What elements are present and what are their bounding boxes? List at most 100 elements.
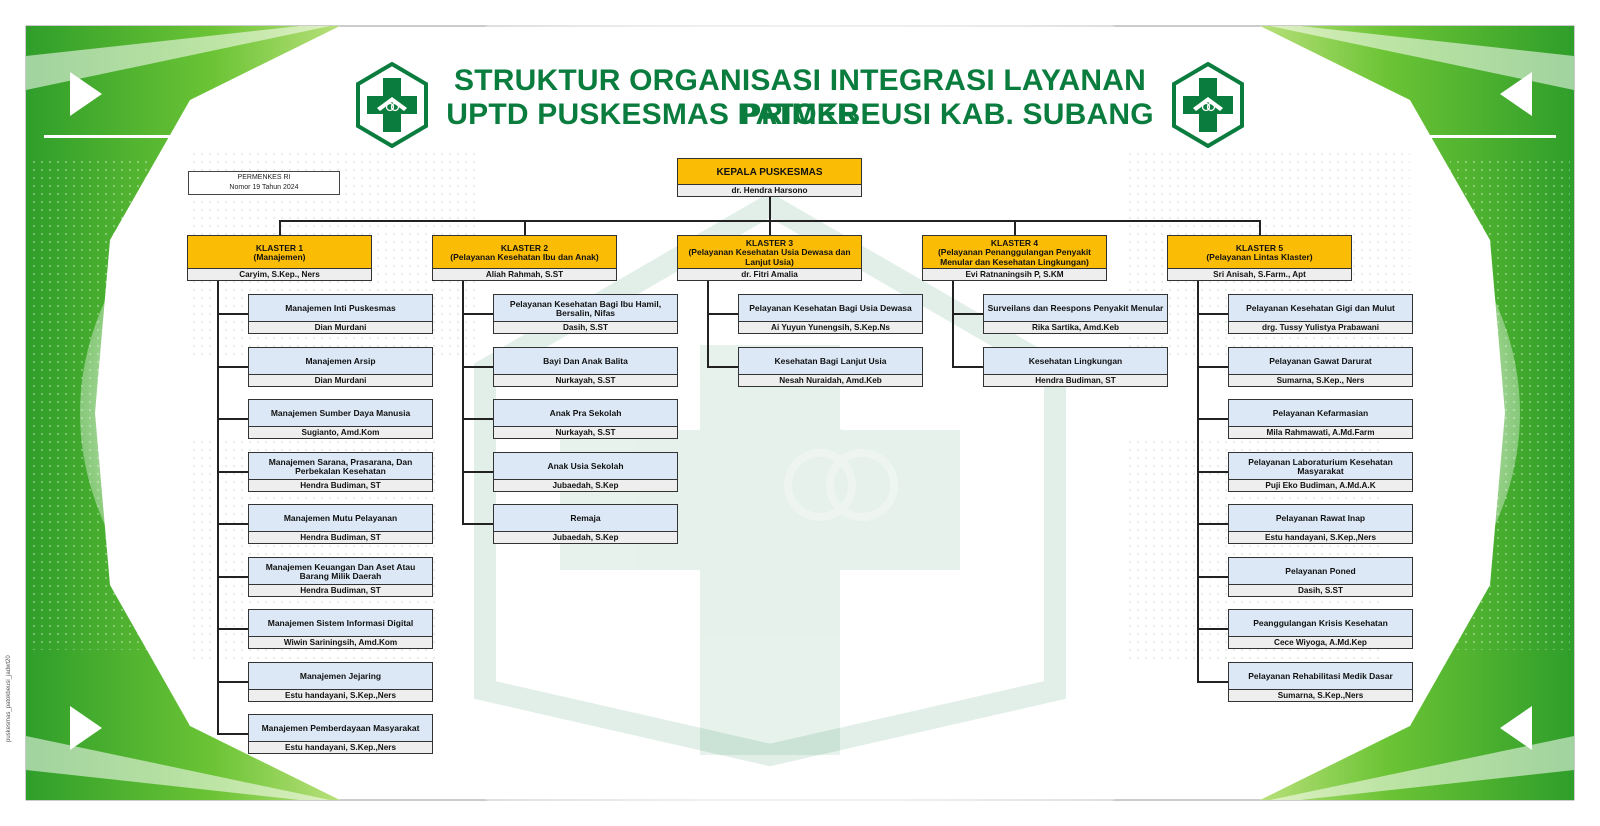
puskesmas-logo-icon <box>356 62 428 148</box>
unit-box-title: Pelayanan Gawat Darurat <box>1229 348 1412 376</box>
unit-branch-line <box>1197 418 1228 420</box>
unit-box-name: Rika Sartika, Amd.Keb <box>984 321 1167 333</box>
unit-branch-line <box>462 313 493 315</box>
unit-branch-line <box>217 628 248 630</box>
unit-box-name: Sumarna, S.Kep., Ners <box>1229 374 1412 386</box>
cluster-1-box-title: KLASTER 1 (Manajemen) <box>188 236 371 270</box>
cluster-4-box-title: KLASTER 4 (Pelayanan Penanggulangan Peny… <box>923 236 1106 270</box>
reference-line-2: Nomor 19 Tahun 2024 <box>229 184 299 191</box>
cluster-1-box: KLASTER 1 (Manajemen)Caryim, S.Kep., Ner… <box>187 235 372 281</box>
head-box: KEPALA PUSKESMAS dr. Hendra Harsono <box>677 158 862 197</box>
head-connector <box>769 197 771 221</box>
cluster-2-connector <box>523 221 526 235</box>
cluster-4-box-name: Evi Ratnaningsih P, S.KM <box>923 268 1106 280</box>
unit-box-title: Pelayanan Kesehatan Bagi Usia Dewasa <box>739 295 922 323</box>
unit-box-name: Nesah Nuraidah, Amd.Keb <box>739 374 922 386</box>
unit-box-title: Kesehatan Bagi Lanjut Usia <box>739 348 922 376</box>
unit-box-name: Dian Murdani <box>249 321 432 333</box>
unit-box-name: Dasih, S.ST <box>494 321 677 333</box>
unit-box-title: Anak Usia Sekolah <box>494 453 677 481</box>
cluster-4-connector <box>1013 221 1016 235</box>
triangle-arrow-icon <box>1500 706 1532 750</box>
unit-box-name: Cece Wiyoga, A.Md.Kep <box>1229 636 1412 648</box>
unit-branch-line <box>1197 576 1228 578</box>
unit-branch-line <box>1197 681 1228 683</box>
unit-branch-line <box>1197 628 1228 630</box>
unit-branch-line <box>952 366 983 368</box>
unit-box-title: Manajemen Mutu Pelayanan <box>249 505 432 533</box>
unit-branch-line <box>217 471 248 473</box>
unit-box-name: Dian Murdani <box>249 374 432 386</box>
unit-box-name: Estu handayani, S.Kep.,Ners <box>249 689 432 701</box>
unit-box-title: Manajemen Inti Puskesmas <box>249 295 432 323</box>
unit-box-title: Manajemen Sumber Daya Manusia <box>249 400 432 428</box>
unit-branch-line <box>217 733 248 735</box>
cluster-4-box: KLASTER 4 (Pelayanan Penanggulangan Peny… <box>922 235 1107 281</box>
unit-box-title: Pelayanan Rehabilitasi Medik Dasar <box>1229 663 1412 691</box>
cluster-3-connector <box>768 221 771 235</box>
unit-box-title: Pelayanan Laboraturium Kesehatan Masyara… <box>1229 453 1412 481</box>
unit-box-name: Hendra Budiman, ST <box>984 374 1167 386</box>
file-note: puskesmas_patokbeusi_jadwt20 <box>6 655 12 742</box>
regulation-reference: PERMENKES RI Nomor 19 Tahun 2024 <box>188 171 340 195</box>
cluster-5-box-name: Sri Anisah, S.Farm., Apt <box>1168 268 1351 280</box>
unit-branch-line <box>217 681 248 683</box>
unit-box-title: Manajemen Pemberdayaan Masyarakat <box>249 715 432 743</box>
cluster-4-trunk <box>952 281 954 368</box>
cluster-2-box: KLASTER 2 (Pelayanan Kesehatan Ibu dan A… <box>432 235 617 281</box>
unit-branch-line <box>462 418 493 420</box>
unit-branch-line <box>952 313 983 315</box>
unit-branch-line <box>217 523 248 525</box>
unit-box-name: Nurkayah, S.ST <box>494 374 677 386</box>
unit-box: Surveilans dan Reespons Penyakit Menular… <box>983 294 1168 334</box>
page-title: STRUKTUR ORGANISASI INTEGRASI LAYANAN PR… <box>454 64 1146 131</box>
cluster-1-connector <box>278 221 281 235</box>
unit-box: Manajemen Keuangan Dan Aset Atau Barang … <box>248 557 433 597</box>
unit-branch-line <box>1197 471 1228 473</box>
head-name: dr. Hendra Harsono <box>678 184 861 196</box>
cluster-2-box-name: Aliah Rahmah, S.ST <box>433 268 616 280</box>
unit-box-name: Puji Eko Budiman, A.Md.A.K <box>1229 479 1412 491</box>
unit-box: Manajemen Sarana, Prasarana, Dan Perbeka… <box>248 452 433 492</box>
cluster-3-box: KLASTER 3 (Pelayanan Kesehatan Usia Dewa… <box>677 235 862 281</box>
unit-branch-line <box>217 576 248 578</box>
unit-box: Pelayanan Laboraturium Kesehatan Masyara… <box>1228 452 1413 492</box>
unit-box-title: Bayi Dan Anak Balita <box>494 348 677 376</box>
unit-box-title: Peanggulangan Krisis Kesehatan <box>1229 610 1412 638</box>
unit-box-title: Pelayanan Kesehatan Gigi dan Mulut <box>1229 295 1412 323</box>
unit-box-name: Wiwin Sariningsih, Amd.Kom <box>249 636 432 648</box>
unit-branch-line <box>217 366 248 368</box>
unit-box-name: Dasih, S.ST <box>1229 584 1412 596</box>
cluster-1-box-name: Caryim, S.Kep., Ners <box>188 268 371 280</box>
triangle-arrow-icon <box>70 706 102 750</box>
unit-box-title: Kesehatan Lingkungan <box>984 348 1167 376</box>
unit-box-name: Hendra Budiman, ST <box>249 479 432 491</box>
unit-branch-line <box>1197 366 1228 368</box>
cluster-5-box: KLASTER 5 (Pelayanan Lintas Klaster)Sri … <box>1167 235 1352 281</box>
unit-box-title: Anak Pra Sekolah <box>494 400 677 428</box>
triangle-arrow-icon <box>1500 72 1532 116</box>
unit-branch-line <box>707 313 738 315</box>
cluster-2-trunk <box>462 281 464 525</box>
cluster-3-box-title: KLASTER 3 (Pelayanan Kesehatan Usia Dewa… <box>678 236 861 270</box>
unit-box-title: Manajemen Arsip <box>249 348 432 376</box>
cluster-5-connector <box>1258 221 1261 235</box>
unit-branch-line <box>217 313 248 315</box>
unit-branch-line <box>462 366 493 368</box>
unit-box-title: Pelayanan Rawat Inap <box>1229 505 1412 533</box>
cluster-5-trunk <box>1197 281 1199 683</box>
cluster-5-box-title: KLASTER 5 (Pelayanan Lintas Klaster) <box>1168 236 1351 270</box>
